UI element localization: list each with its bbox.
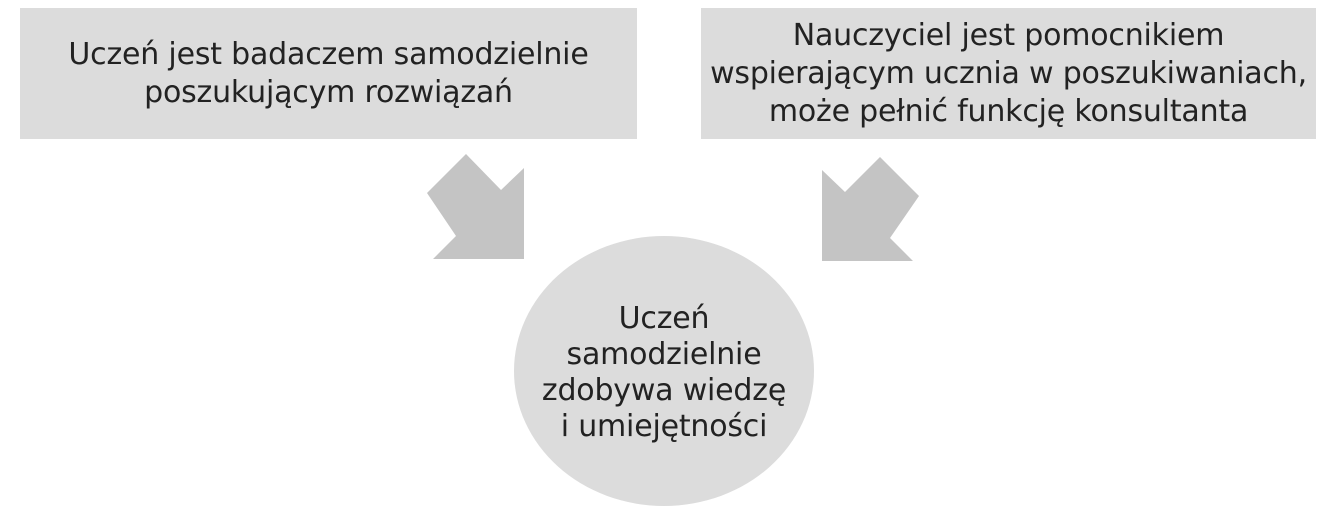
arrow-down-right-icon	[427, 154, 524, 259]
arrow-down-left-icon	[822, 157, 919, 261]
center-circle-text: Uczeń samodzielnie zdobywa wiedzę i umie…	[542, 301, 786, 445]
center-circle: Uczeń samodzielnie zdobywa wiedzę i umie…	[514, 236, 814, 506]
right-box-line: Nauczyciel jest pomocnikiem	[792, 17, 1225, 53]
right-box: Nauczyciel jest pomocnikiem wspierającym…	[701, 8, 1316, 139]
right-box-line: wspierającym ucznia w poszukiwaniach,	[710, 55, 1307, 91]
center-circle-line: i umiejętności	[560, 409, 768, 444]
left-box-text: Uczeń jest badaczem samodzielnie poszuku…	[68, 36, 588, 112]
left-box-line: poszukującym rozwiązań	[144, 74, 513, 110]
center-circle-line: zdobywa wiedzę	[541, 373, 787, 408]
center-circle-line: samodzielnie	[566, 337, 762, 372]
left-box-line: Uczeń jest badaczem samodzielnie	[68, 36, 589, 72]
right-box-line: może pełnić funkcję konsultanta	[768, 93, 1249, 129]
right-box-text: Nauczyciel jest pomocnikiem wspierającym…	[710, 17, 1307, 131]
left-box: Uczeń jest badaczem samodzielnie poszuku…	[20, 8, 637, 139]
center-circle-line: Uczeń	[618, 301, 710, 336]
